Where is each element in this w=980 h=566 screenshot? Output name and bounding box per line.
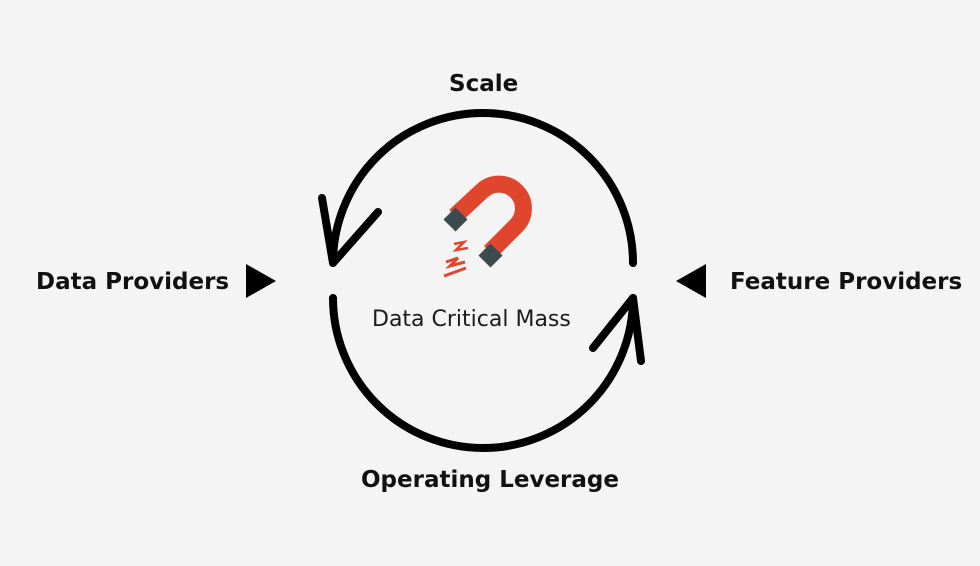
operating-leverage-label: Operating Leverage: [361, 467, 619, 493]
left-input-arrow: [246, 264, 276, 298]
spark-mark: [452, 239, 469, 252]
data-providers-label: Data Providers: [36, 269, 230, 295]
spark-mark: [444, 256, 466, 269]
scale-label: Scale: [449, 71, 519, 97]
right-input-arrow: [676, 264, 706, 298]
magnet-icon: [443, 175, 532, 278]
data-critical-mass-label: Data Critical Mass: [372, 307, 571, 332]
feature-providers-label: Feature Providers: [730, 269, 963, 295]
upper-cycle-arc: [329, 109, 637, 267]
lower-right-arrowhead: [589, 294, 645, 365]
upper-left-arrowhead: [318, 194, 382, 267]
lower-cycle-arc: [329, 294, 637, 452]
